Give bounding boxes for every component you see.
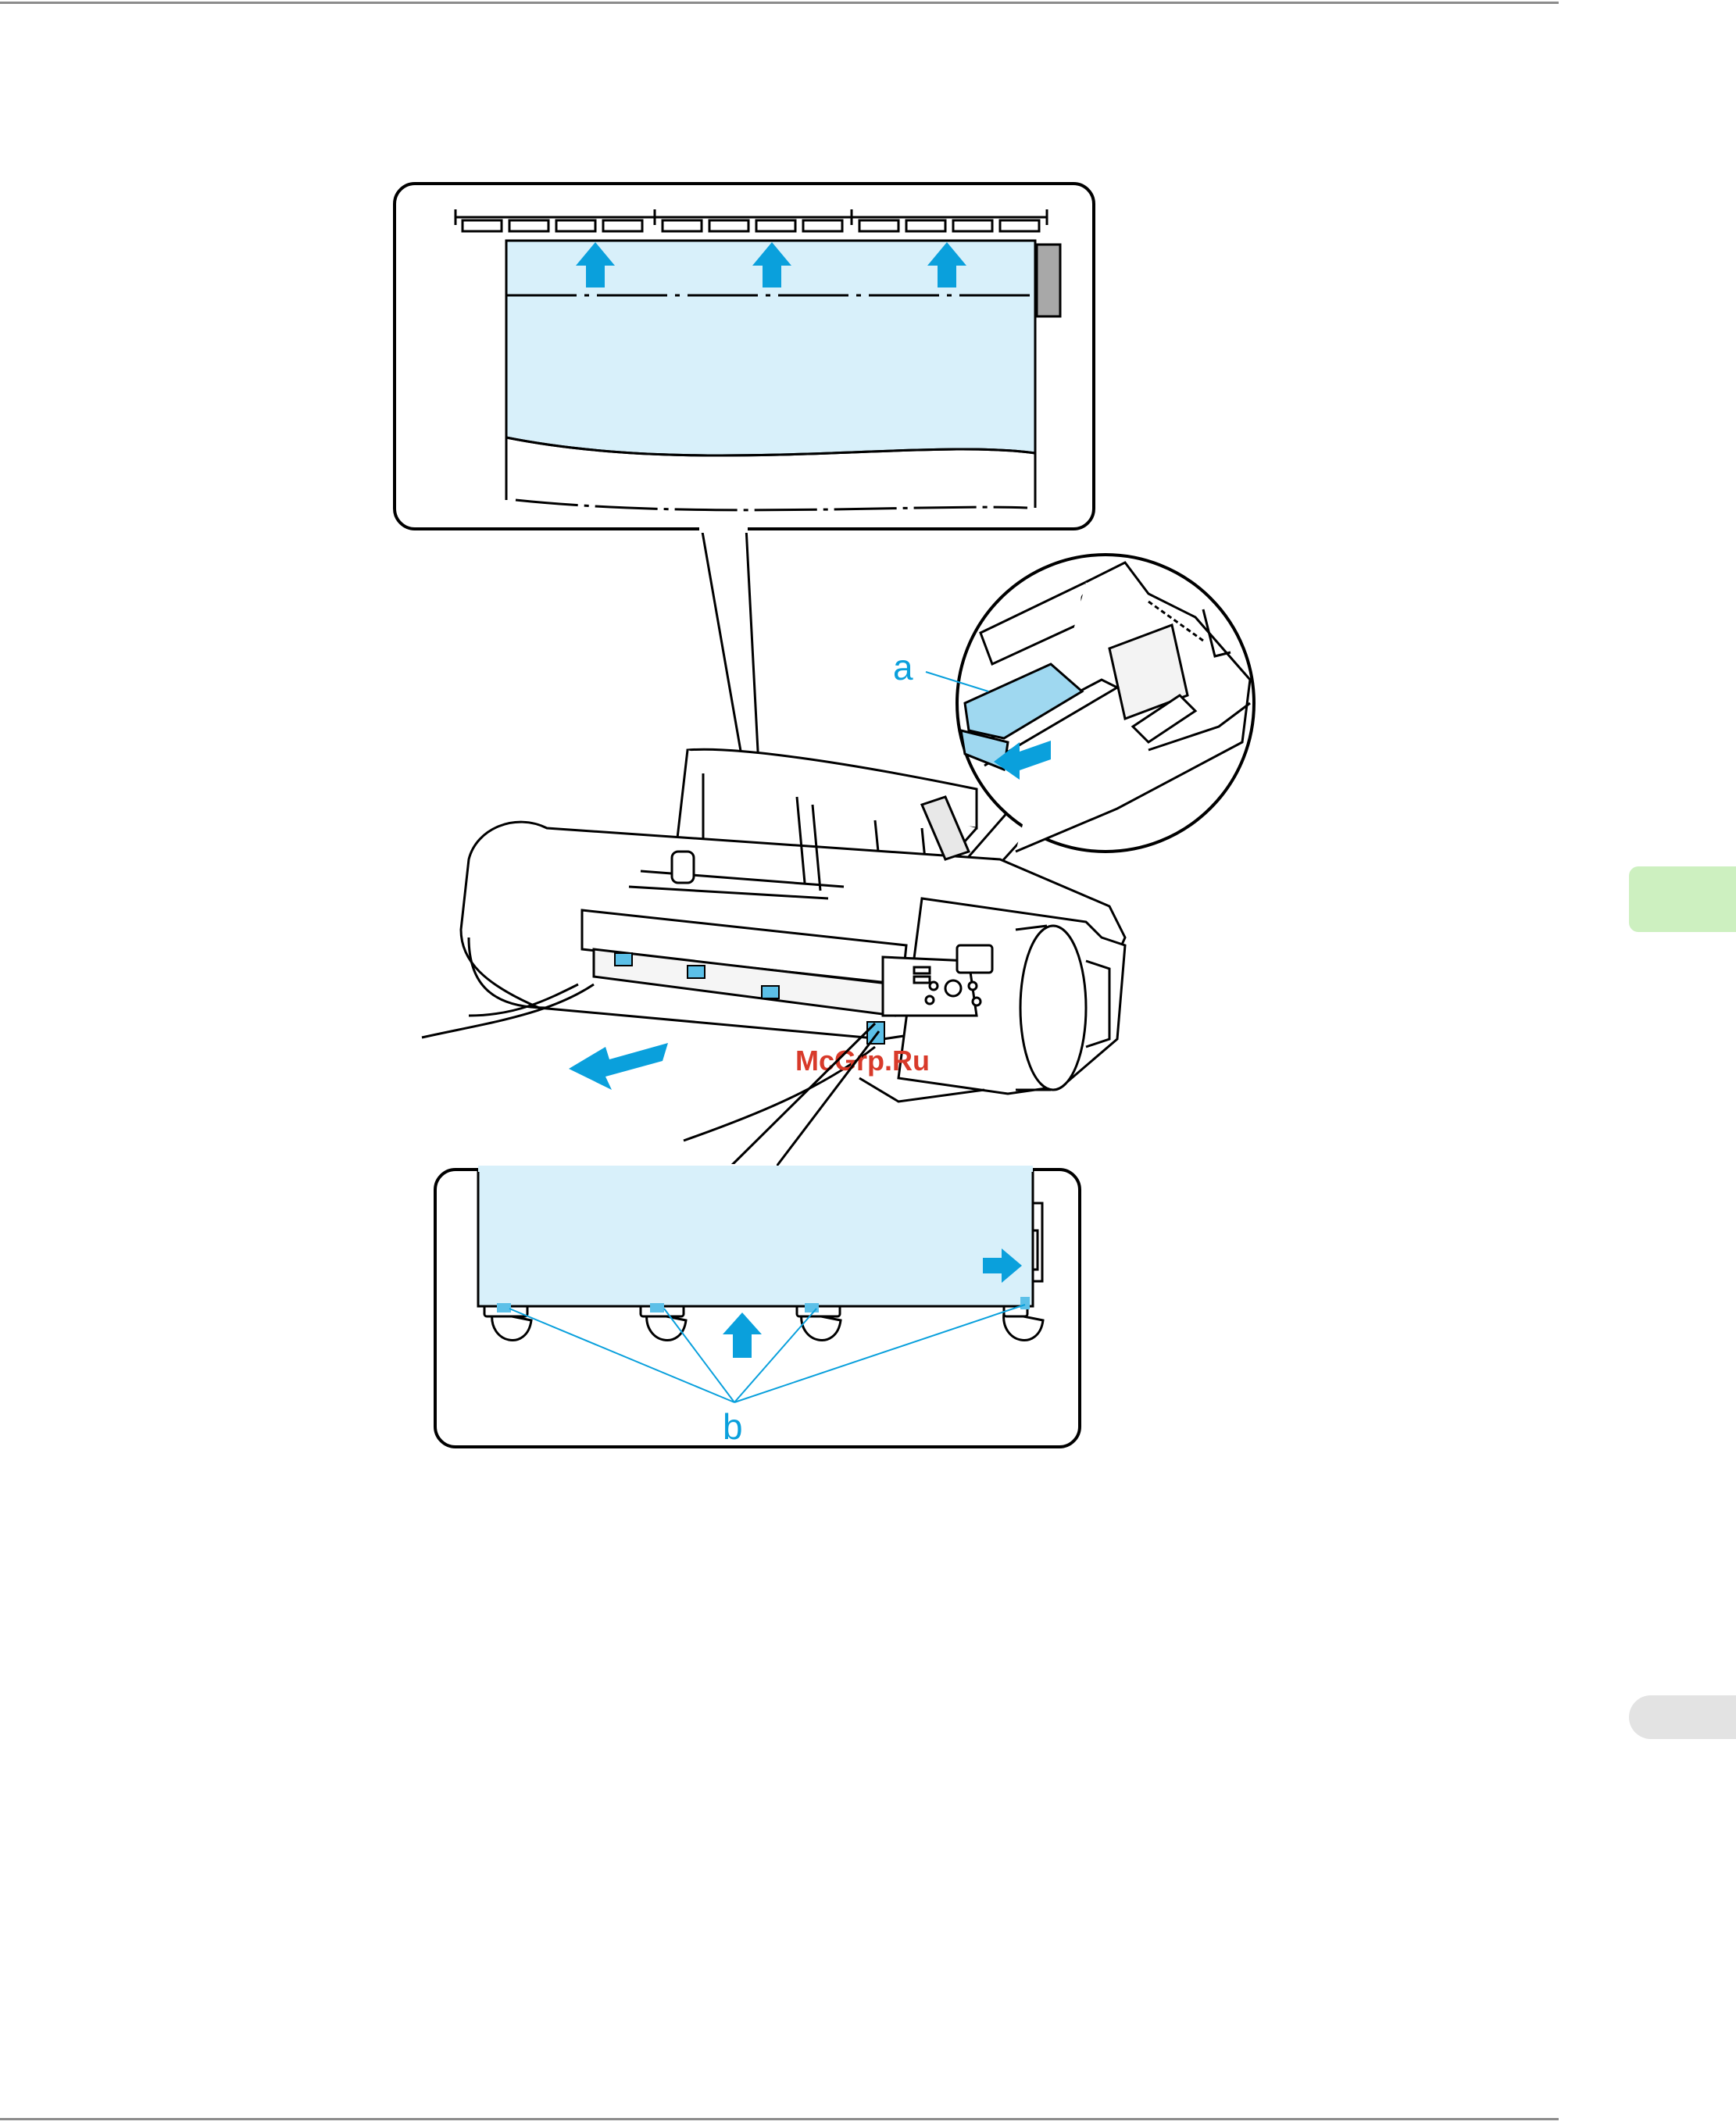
paper-edge-marker	[1037, 245, 1060, 316]
callout-label-b: b	[723, 1406, 743, 1447]
watermark-text: McGrp.Ru	[795, 1045, 930, 1077]
feed-direction-arrow-icon	[569, 1043, 668, 1090]
paper-sheet-bottom	[478, 1170, 1033, 1306]
callout-label-a: a	[893, 647, 913, 688]
